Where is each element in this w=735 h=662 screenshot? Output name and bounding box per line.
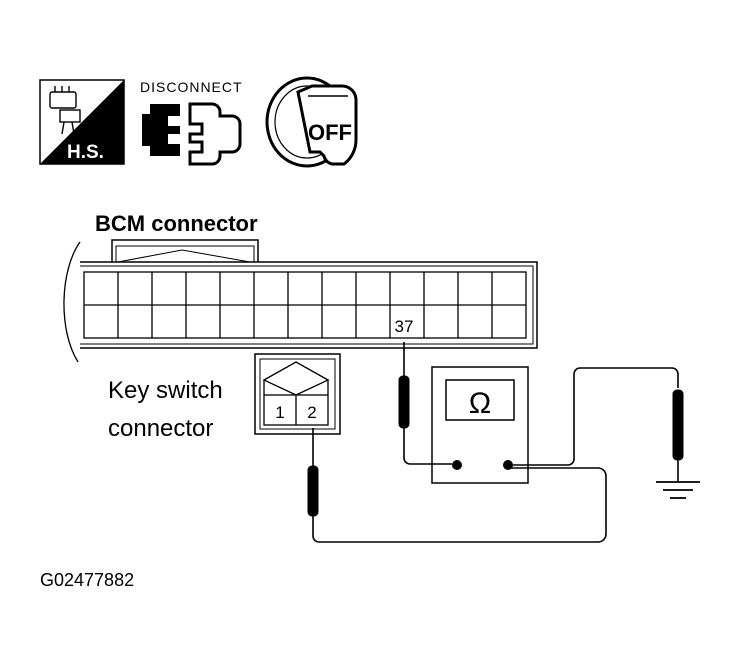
- figure-id: G02477882: [40, 570, 134, 590]
- key-switch-connector: [254, 353, 341, 435]
- lead-37-to-meter: [403, 428, 452, 465]
- key-switch-label-line1: Key switch: [108, 377, 223, 404]
- terminal-37-label: 37: [395, 317, 414, 336]
- ignition-off-icon: OFF: [265, 76, 358, 168]
- lead-meter-to-ground: [513, 367, 679, 466]
- lead-pin2-to-meter: [312, 467, 607, 543]
- ignition-key-icon: [296, 84, 358, 166]
- harness-sensor-icon: H.S.: [39, 79, 125, 165]
- probe-bcm-37: [398, 375, 410, 429]
- bcm-connector-title: BCM connector: [95, 211, 258, 236]
- test-leads: [312, 342, 679, 543]
- ignition-off-label: OFF: [308, 120, 352, 145]
- key-switch-pin-1: 1: [275, 403, 284, 422]
- disconnect-label: DISCONNECT: [140, 79, 243, 95]
- connector-disconnect-icon: [142, 102, 242, 166]
- ground-symbol-icon: [656, 481, 700, 499]
- key-switch-label-line2: connector: [108, 415, 213, 442]
- probe-ground: [672, 389, 684, 461]
- meter-terminal-negative: [452, 460, 462, 470]
- bcm-connector: [63, 239, 538, 363]
- harness-label: H.S.: [67, 142, 104, 163]
- wiring-harness-icon: [49, 86, 81, 135]
- ohmmeter-icon: Ω: [469, 387, 491, 420]
- disconnect-icon-group: DISCONNECT: [140, 79, 243, 166]
- probe-key-switch-2: [307, 465, 319, 517]
- key-switch-pin-2: 2: [307, 403, 316, 422]
